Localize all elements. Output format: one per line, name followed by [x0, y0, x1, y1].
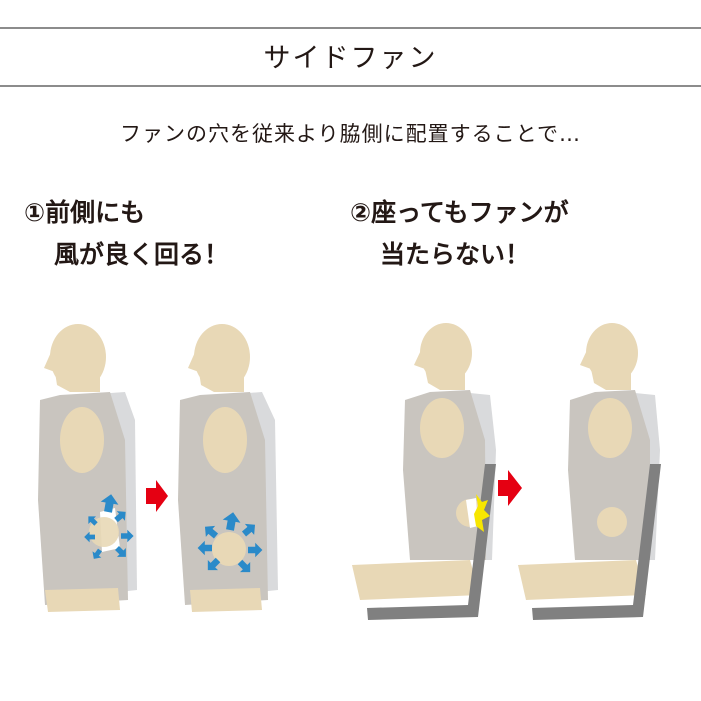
right-arrow-icon	[498, 470, 522, 506]
point-2-line2: 当たらない！	[380, 240, 531, 269]
impact-icon	[474, 494, 490, 532]
figure-standing-after	[178, 324, 278, 612]
lead-text: ファンの穴を従来より脇側に配置することで…	[120, 122, 581, 146]
figure-seated-after	[518, 323, 661, 620]
figure-standing-before	[38, 324, 137, 612]
point-2: ②座ってもファンが 当たらない！	[350, 192, 569, 276]
point-1-line1: 前側にも	[45, 198, 146, 227]
point-1: ①前側にも 風が良く回る！	[24, 192, 229, 276]
bottom-rule	[0, 85, 701, 87]
point-1-number: ①	[24, 198, 46, 227]
figure-seated-before	[352, 323, 496, 620]
point-2-number: ②	[350, 198, 372, 227]
right-arrow-icon	[146, 480, 168, 512]
page-title: サイドファン	[263, 43, 438, 74]
top-rule	[0, 27, 701, 29]
point-1-line2: 風が良く回る！	[54, 240, 230, 269]
point-2-line1: 座ってもファンが	[371, 198, 569, 227]
